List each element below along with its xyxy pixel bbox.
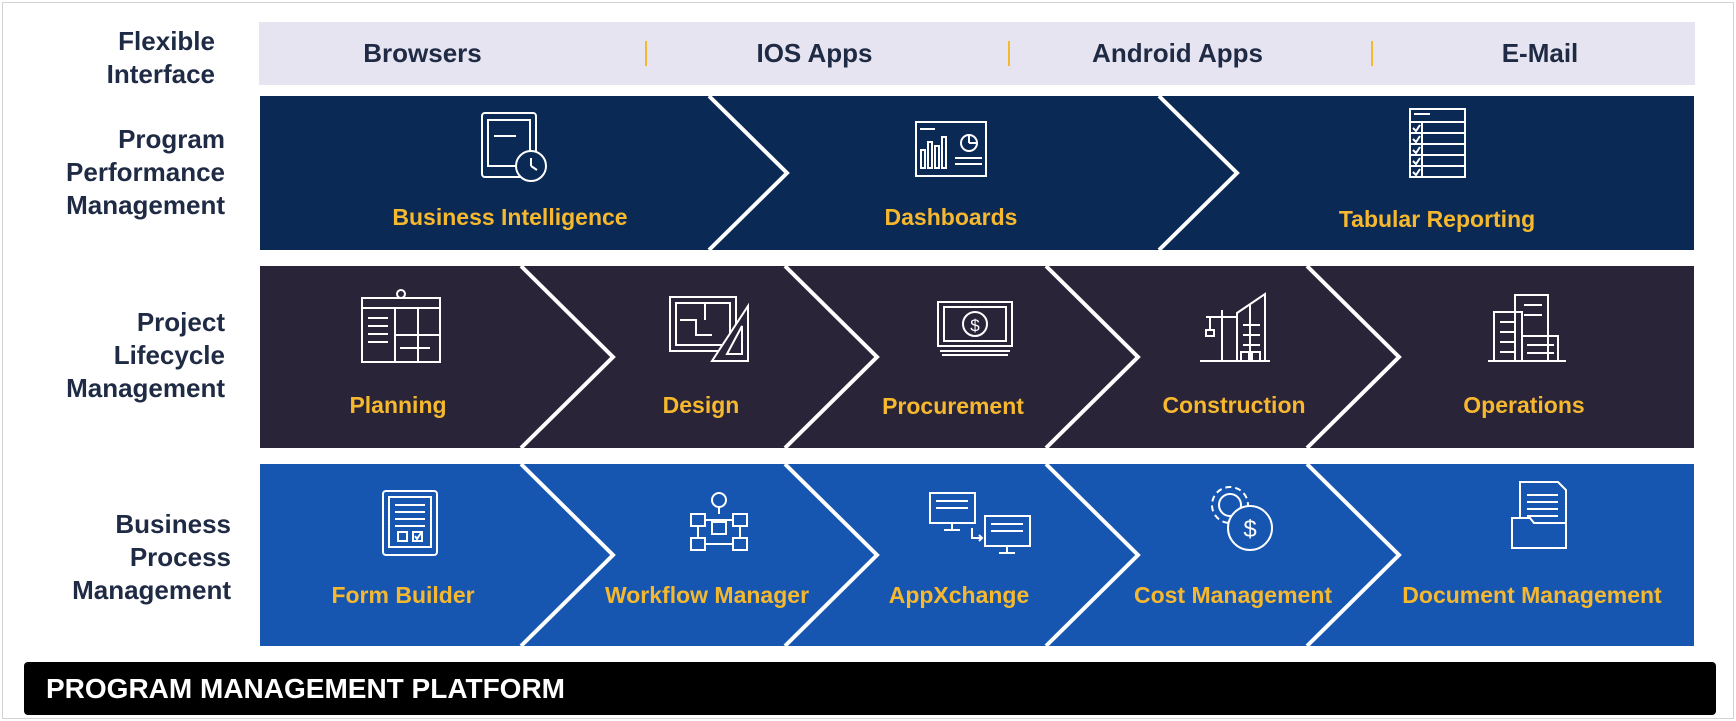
chevron-divider bbox=[1044, 264, 1141, 450]
platform-bar: PROGRAM MANAGEMENT PLATFORM bbox=[24, 662, 1716, 715]
process-stage-label: Cost Management bbox=[1134, 582, 1332, 608]
documents-folder-icon bbox=[1511, 481, 1567, 549]
tablet-clock-icon bbox=[481, 112, 547, 182]
row-label-performance-line2: Performance bbox=[66, 157, 225, 187]
workflow-chart-icon bbox=[690, 492, 748, 551]
process-bands: Business Intelligence Dashboards Tabular… bbox=[260, 94, 1694, 648]
row-label-interface: Flexible Interface bbox=[60, 25, 215, 91]
office-buildings-icon bbox=[1488, 294, 1566, 362]
form-tablet-icon bbox=[382, 490, 438, 556]
lifecycle-band: $ bbox=[260, 264, 1694, 450]
process-stage-label: Form Builder bbox=[331, 582, 474, 608]
interface-item-android-apps: Android Apps bbox=[1092, 38, 1263, 68]
row-label-process-line1: Business bbox=[115, 509, 231, 539]
checklist-report-icon bbox=[1409, 108, 1466, 178]
row-label-process-line3: Management bbox=[72, 575, 231, 605]
performance-stage-label: Tabular Reporting bbox=[1339, 206, 1535, 232]
interface-item-ios-apps: IOS Apps bbox=[756, 38, 873, 68]
row-label-performance-line3: Management bbox=[66, 190, 225, 220]
chevron-divider bbox=[519, 264, 616, 450]
lifecycle-stage-label: Operations bbox=[1463, 392, 1584, 418]
row-label-performance-line1: Program bbox=[118, 124, 225, 154]
interface-separator bbox=[645, 41, 647, 66]
process-stage-label: AppXchange bbox=[889, 582, 1030, 608]
row-label-lifecycle-line3: Management bbox=[66, 373, 225, 403]
interface-bar: Browsers IOS Apps Android Apps E-Mail bbox=[259, 22, 1695, 85]
lifecycle-stage-label: Procurement bbox=[882, 393, 1024, 419]
platform-title: PROGRAM MANAGEMENT PLATFORM bbox=[46, 673, 565, 704]
lifecycle-stage-label: Construction bbox=[1162, 392, 1305, 418]
row-label-lifecycle-line2: Lifecycle bbox=[113, 340, 225, 370]
performance-stage-label: Business Intelligence bbox=[392, 204, 627, 230]
dashboard-charts-icon bbox=[915, 121, 987, 177]
row-label-interface-line2: Interface bbox=[106, 59, 215, 89]
chevron-divider bbox=[1305, 462, 1402, 648]
process-band: $ Form Builder Workflow Manager AppXchan… bbox=[260, 462, 1694, 648]
lifecycle-band-bg bbox=[260, 266, 1694, 448]
crane-building-icon bbox=[1200, 292, 1270, 362]
row-label-lifecycle: Project Lifecycle Management bbox=[20, 306, 225, 405]
chevron-divider bbox=[783, 264, 880, 450]
svg-text:$: $ bbox=[1243, 516, 1256, 543]
row-label-lifecycle-line1: Project bbox=[136, 307, 225, 337]
process-stage-label: Workflow Manager bbox=[605, 582, 809, 608]
banknote-icon: $ bbox=[937, 301, 1013, 356]
row-label-process: Business Process Management bbox=[20, 508, 231, 607]
row-label-process-line2: Process bbox=[129, 542, 231, 572]
lifecycle-stage-label: Design bbox=[663, 392, 740, 418]
process-band-bg bbox=[260, 464, 1694, 646]
planning-board-icon bbox=[361, 289, 441, 363]
chevron-divider bbox=[519, 462, 616, 648]
row-label-performance: Program Performance Management bbox=[20, 123, 225, 222]
chevron-divider bbox=[707, 94, 790, 252]
row-label-interface-line1: Flexible bbox=[118, 26, 215, 56]
gear-dollar-icon: $ bbox=[1211, 486, 1273, 551]
interface-item-browsers: Browsers bbox=[363, 38, 482, 68]
interface-separator bbox=[1008, 41, 1010, 66]
interface-item-email: E-Mail bbox=[1501, 38, 1579, 68]
chevron-divider bbox=[1305, 264, 1402, 450]
chevron-divider bbox=[1044, 462, 1141, 648]
chevron-divider bbox=[783, 462, 880, 648]
svg-text:$: $ bbox=[970, 316, 980, 335]
blueprint-ruler-icon bbox=[669, 296, 749, 362]
lifecycle-stage-label: Planning bbox=[349, 392, 446, 418]
chevron-divider bbox=[1157, 94, 1240, 252]
process-stage-label: Document Management bbox=[1402, 582, 1662, 608]
performance-stage-label: Dashboards bbox=[885, 204, 1018, 230]
app-exchange-screens-icon bbox=[929, 492, 1031, 554]
interface-separator bbox=[1371, 41, 1373, 66]
performance-band: Business Intelligence Dashboards Tabular… bbox=[260, 94, 1694, 252]
